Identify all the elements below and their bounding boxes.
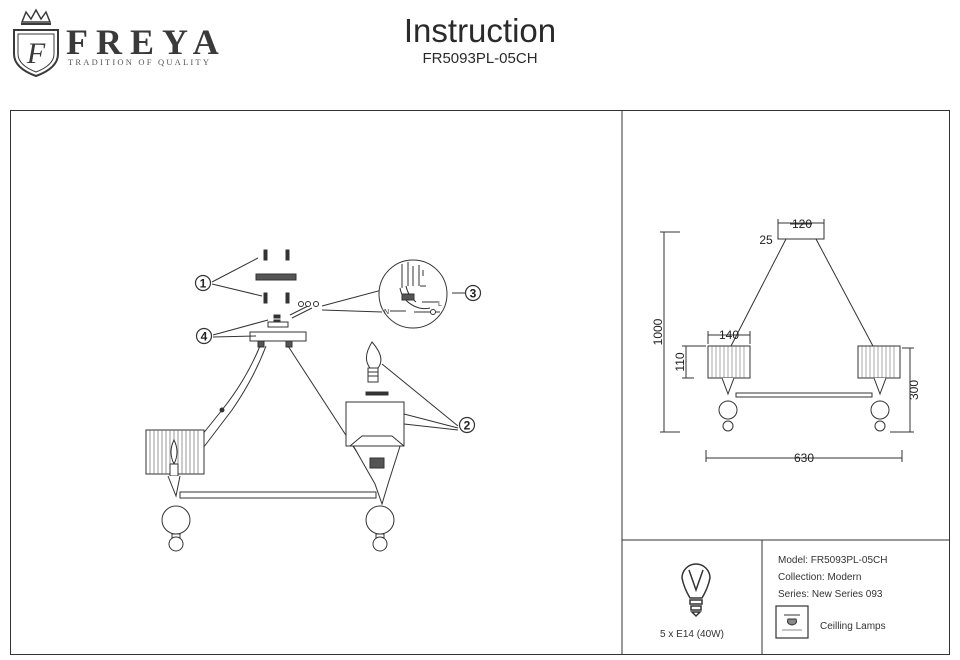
dim-shade-width: 140 (719, 328, 739, 342)
svg-text:1: 1 (200, 277, 207, 291)
page-title: Instruction (403, 12, 557, 49)
bulb-outline-icon (681, 563, 711, 618)
brand-name: FREYA (66, 22, 227, 62)
bulb-spec: 5 x E14 (40W) (660, 629, 724, 640)
connecting-arm (179, 491, 377, 499)
callout-3: 3 (464, 284, 482, 302)
model-code: FR5093PL-05CH (422, 50, 538, 67)
brand-tagline: TRADITION OF QUALITY (68, 57, 212, 67)
callout-4: 4 (195, 327, 213, 345)
wire-label-live: L (438, 301, 442, 308)
callout-1: 1 (194, 274, 212, 292)
dimension-diagram (660, 219, 914, 462)
svg-text:2: 2 (464, 419, 471, 433)
dim-total-height: 1000 (651, 318, 665, 345)
candle-bulb (366, 341, 382, 383)
wire-label-neutral: N (384, 309, 389, 316)
ceiling-lamp-icon (775, 605, 809, 639)
assembly-diagram (145, 249, 459, 552)
dim-canopy-width: 120 (792, 217, 812, 231)
sheet-border (10, 110, 950, 655)
dim-canopy (777, 222, 825, 240)
dim-shade-height: 110 (673, 352, 687, 371)
spec-category: Ceilling Lamps (820, 621, 886, 632)
callout-2: 2 (458, 416, 476, 434)
svg-text:4: 4 (201, 330, 208, 344)
right-lampshade (345, 391, 405, 469)
dim-canopy-height: 25 (759, 233, 773, 247)
spec-series: Series: New Series 093 (778, 589, 883, 600)
mounting-bar (255, 273, 297, 281)
svg-text:3: 3 (470, 287, 477, 301)
left-lampshade (145, 429, 205, 477)
wiring-detail (378, 259, 448, 329)
mounting-screws (263, 249, 290, 304)
spec-collection: Collection: Modern (778, 572, 862, 583)
crest-icon: F (13, 8, 59, 78)
dim-total-width: 630 (794, 451, 814, 465)
brand-logo: F (8, 8, 228, 80)
instruction-sheet: L N 1 4 3 2 (10, 110, 950, 655)
canopy (249, 331, 307, 342)
spec-model: Model: FR5093PL-05CH (778, 555, 888, 566)
monogram-text: F (26, 37, 46, 70)
dim-arm-height: 300 (907, 380, 921, 400)
